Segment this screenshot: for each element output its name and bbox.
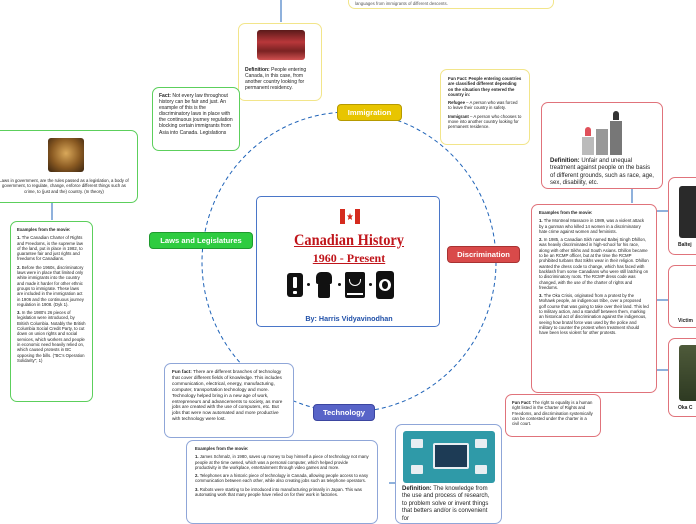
discrimination-examples-title: Examples from the movie: — [539, 210, 593, 215]
immigration-fact-text: Not every law throughout history can be … — [159, 93, 233, 136]
side-label-oka: Oka C — [678, 405, 693, 411]
immigrant-text: – A person who chooses to move into anot… — [448, 113, 522, 130]
technology-fun-fact-text: There are different branches of technolo… — [172, 369, 283, 422]
side-card-baltej: Baltej — [668, 177, 696, 255]
technology-examples-title: Examples from the movie: — [195, 446, 249, 451]
canada-flag-icon — [340, 209, 360, 224]
discrimination-fun-fact-text: The right to equality is a human right l… — [512, 400, 593, 427]
exclamation-icon — [287, 273, 303, 297]
discrimination-fun-fact-label: Fun Fact: — [512, 400, 532, 405]
technology-definition-label: Definition: — [402, 486, 432, 492]
central-title: Canadian History — [293, 232, 405, 249]
laws-definition-card: Laws in government, are the rules passed… — [0, 130, 138, 203]
discrimination-definition-text: Unfair and unequal treatment against peo… — [550, 158, 654, 187]
top-note-text: languages from immigrants of different d… — [355, 1, 448, 6]
immigration-fact-label: Fact: — [159, 93, 171, 99]
laws-examples-title: Examples from the movie: — [17, 227, 71, 232]
immigration-fun-fact-text: People entering countries are classified… — [448, 76, 522, 97]
baltej-photo — [679, 186, 696, 238]
technology-fun-fact-label: Fun fact: — [172, 369, 192, 374]
discrimination-definition-card: Definition: Unfair and unequal treatment… — [541, 102, 663, 189]
technology-example-item: 2. Telephones are a historic piece of te… — [195, 473, 369, 484]
discrimination-examples-card: Examples from the movie: 1. The Montreal… — [531, 204, 657, 393]
side-label-baltej: Baltej — [678, 242, 692, 248]
side-card-oka: Oka C — [668, 338, 696, 417]
refugee-label: Refugee — [448, 100, 465, 106]
laws-example-item: 2. Before the 1960s, discriminatory laws… — [17, 264, 84, 307]
branch-immigration[interactable]: Immigration — [337, 104, 402, 121]
central-author: By: Harris Vidyavinodhan — [305, 314, 393, 323]
immigration-fact-card: Fact: Not every law throughout history c… — [152, 87, 240, 151]
laws-example-item: 1. The Canadian Charter of Rights and Fr… — [17, 235, 83, 262]
technology-example-item: 1. James Schmalz, in 1980, saves up mone… — [195, 454, 369, 470]
discrimination-example-item: 2. In 1985, a Canadian Sikh named Baltej… — [539, 237, 649, 290]
immigration-fun-fact-label: Fun Fact: — [448, 76, 468, 81]
laws-examples-card: Examples from the movie: 1. The Canadian… — [10, 221, 93, 402]
refugee-text: – A person who was forced to leave their… — [448, 100, 518, 111]
side-label-victim: Victim — [678, 318, 693, 324]
side-card-victim: Victim — [668, 265, 696, 328]
immigration-definition-card: Definition: People entering Canada, in t… — [238, 23, 322, 101]
discrimination-example-item: 3. The Oka Crisis, originated from a pro… — [539, 293, 649, 336]
discrimination-fun-fact-card: Fun Fact: The right to equality is a hum… — [505, 394, 601, 437]
podium-illustration-icon — [582, 111, 622, 155]
technology-definition-text: The knowledge from the use and process o… — [402, 486, 490, 522]
immigration-definition-text: People entering Canada, in this case, fr… — [245, 67, 307, 92]
technology-fun-fact-card: Fun fact: There are different branches o… — [164, 363, 294, 438]
discrimination-example-item: 1. The Montreal Massacre in 1989, was a … — [539, 218, 645, 234]
gavel-scales-photo — [48, 138, 84, 172]
branch-laws[interactable]: Laws and Legislatures — [149, 232, 253, 249]
branch-technology[interactable]: Technology — [313, 404, 375, 421]
immigration-fun-fact-card: Fun Fact: People entering countries are … — [440, 69, 530, 145]
technology-examples-card: Examples from the movie: 1. James Schmal… — [186, 440, 378, 524]
crowd-photo — [257, 30, 305, 60]
connector-discrim-side — [656, 210, 668, 371]
technology-definition-card: Definition: The knowledge from the use a… — [395, 424, 502, 524]
branch-discrimination[interactable]: Discrimination — [447, 246, 520, 263]
globe-phone-icon — [376, 271, 394, 299]
law-book-icon — [345, 272, 365, 298]
laws-example-item: 3. In the 1980's 26 pieces of legislatio… — [17, 310, 86, 363]
immigration-definition-label: Definition: — [245, 67, 270, 73]
oka-photo — [679, 345, 696, 401]
laws-definition-text: Laws in government, are the rules passed… — [0, 178, 129, 194]
technology-example-item: 3. Robots were starting to be introduced… — [195, 486, 362, 498]
central-icon-row — [287, 271, 411, 301]
immigrant-label: Immigrant — [448, 113, 469, 119]
fist-icon — [314, 272, 334, 298]
technology-illustration — [403, 431, 495, 483]
top-note-card: languages from immigrants of different d… — [348, 0, 554, 9]
central-subtitle: 1960 - Present — [312, 251, 386, 265]
discrimination-definition-label: Definition: — [550, 158, 580, 164]
central-topic-card[interactable]: Canadian History 1960 - Present By: Harr… — [256, 196, 440, 327]
